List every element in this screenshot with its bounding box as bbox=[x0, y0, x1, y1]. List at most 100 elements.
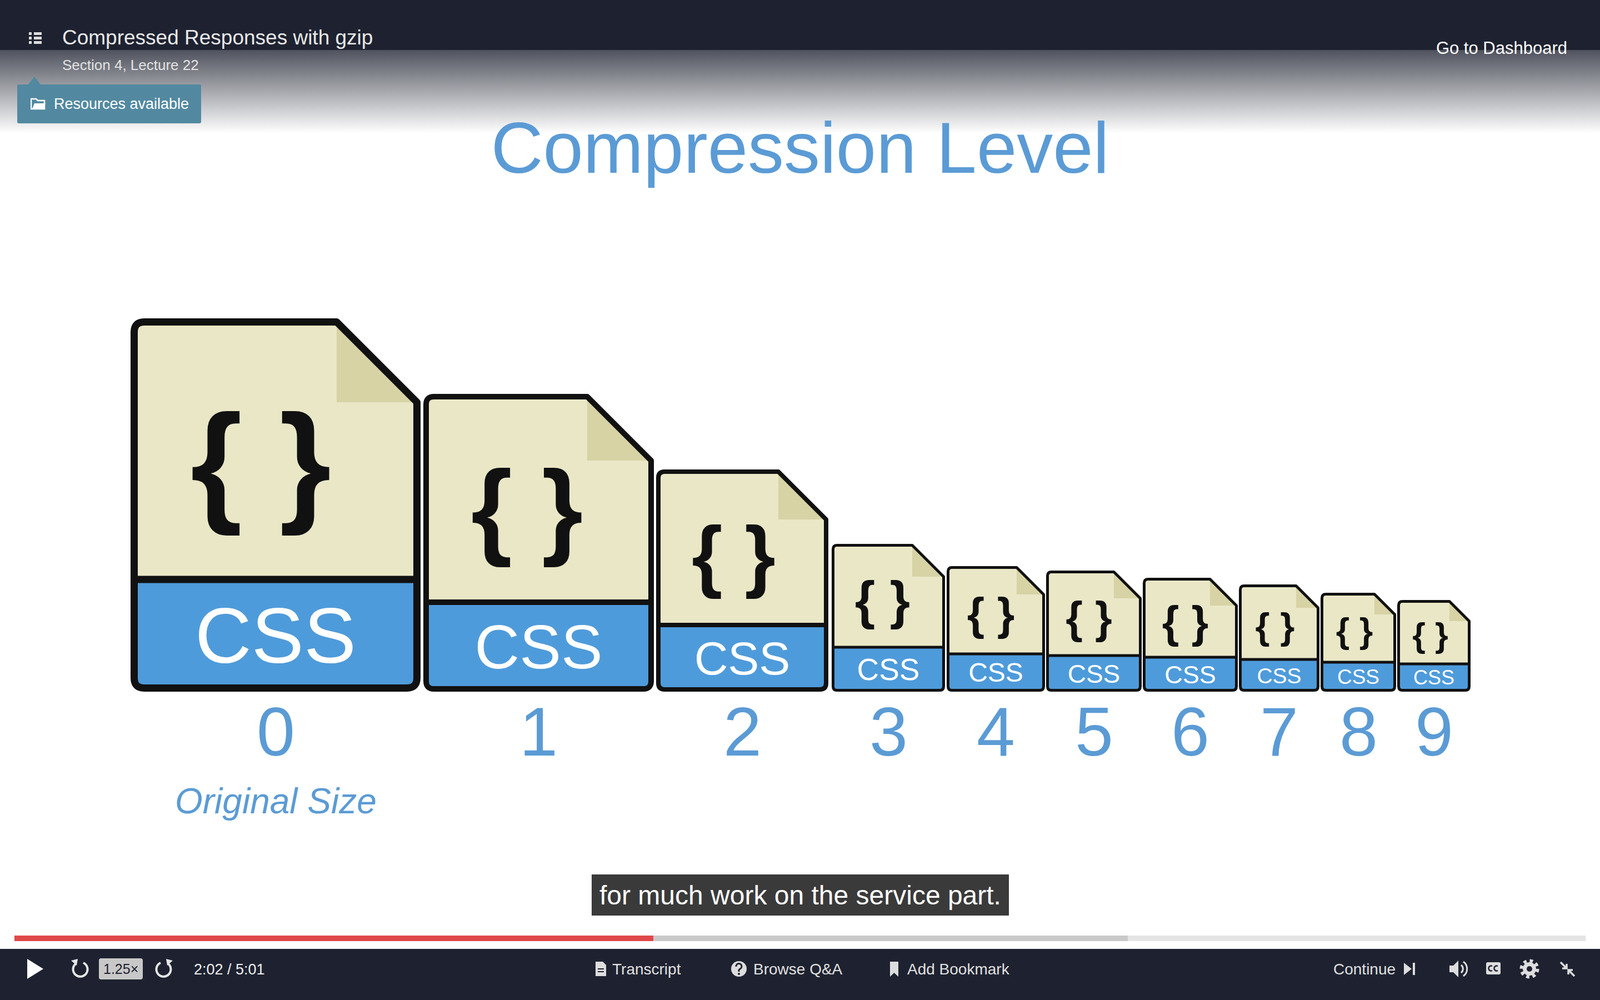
progress-track bbox=[14, 935, 1586, 942]
file-body-area: { } bbox=[1046, 570, 1142, 656]
help-mark bbox=[736, 963, 742, 972]
band-divider bbox=[1240, 658, 1319, 662]
brace-glyph: { } bbox=[190, 395, 332, 529]
file-band bbox=[1142, 657, 1238, 692]
file-border bbox=[1047, 572, 1141, 691]
continue-arrow bbox=[1403, 962, 1412, 975]
file-band-area: CSS bbox=[1142, 657, 1238, 692]
file-type-label: CSS bbox=[968, 659, 1024, 687]
file-type-label: CSS bbox=[1337, 666, 1380, 688]
css-file-icon: { } CSS bbox=[1320, 592, 1397, 692]
captions-box bbox=[1486, 962, 1501, 975]
volume-icon bbox=[1449, 960, 1468, 978]
file-band bbox=[423, 602, 654, 692]
brace-glyph: { } bbox=[1162, 600, 1209, 644]
band-divider bbox=[1144, 656, 1237, 659]
level-number: 6 bbox=[1171, 690, 1210, 774]
rewind-head bbox=[71, 958, 78, 966]
brace-glyph: { } bbox=[855, 574, 910, 627]
css-file-icon: { }CSS bbox=[1397, 600, 1471, 692]
brace-glyph: { } bbox=[1065, 595, 1112, 640]
file-band bbox=[1397, 663, 1471, 692]
file-band-area: CSS bbox=[1397, 663, 1471, 692]
level-number: 1 bbox=[519, 690, 558, 774]
file-type-label: CSS bbox=[474, 616, 603, 679]
level-number: 7 bbox=[1260, 690, 1299, 774]
file-body-area: { } bbox=[1238, 584, 1320, 660]
file-body-area: { } bbox=[831, 543, 945, 648]
level-number: 9 bbox=[1415, 690, 1454, 774]
lecture-title: Compressed Responses with gzip bbox=[62, 25, 373, 50]
forward-icon bbox=[156, 958, 173, 977]
exit-fullscreen-icon bbox=[1560, 962, 1575, 977]
speed-label: 1.25× bbox=[103, 961, 139, 978]
css-file-icon: { } CSS bbox=[1238, 584, 1320, 692]
dashboard-link: Go to Dashboard bbox=[1436, 37, 1568, 59]
lecture-number: Section 4, Lecture 22 bbox=[62, 56, 199, 74]
settings-icon bbox=[1521, 961, 1538, 977]
file-body-area: { } bbox=[1142, 577, 1238, 658]
band-divider bbox=[426, 599, 652, 605]
gear-hole bbox=[1526, 966, 1533, 972]
menu-dot bbox=[28, 36, 32, 40]
brace-glyph: { } bbox=[1255, 607, 1295, 645]
forward-head bbox=[166, 958, 173, 966]
file-border bbox=[1322, 594, 1395, 691]
file-body-area: { } bbox=[1397, 600, 1471, 664]
help-circle bbox=[731, 961, 747, 977]
file-band-area: CSS bbox=[423, 602, 654, 692]
control-label: Continue bbox=[1333, 960, 1396, 979]
band-divider bbox=[1398, 662, 1470, 666]
file-border bbox=[1144, 579, 1237, 691]
speaker-shape bbox=[1449, 960, 1459, 978]
slide-title: Compression Level bbox=[0, 104, 1600, 192]
file-body-area: { } bbox=[130, 318, 421, 580]
file-border bbox=[1240, 586, 1319, 691]
transcript-icon bbox=[595, 961, 607, 977]
captions-glyph bbox=[1493, 965, 1498, 971]
help-icon bbox=[731, 961, 747, 977]
file-band bbox=[946, 653, 1045, 692]
file-band bbox=[1046, 655, 1142, 692]
folder-flap bbox=[32, 103, 46, 109]
file-band-area: CSS bbox=[656, 625, 829, 692]
css-file-icon: { } CSS bbox=[946, 566, 1045, 692]
file-band-area: CSS bbox=[1238, 659, 1320, 692]
time-display: 2:02 / 5:01 bbox=[193, 960, 265, 979]
control-label: Add Bookmark bbox=[907, 960, 1010, 979]
file-border bbox=[426, 396, 652, 689]
file-body-area: { } bbox=[946, 566, 1045, 654]
band-divider bbox=[134, 576, 418, 584]
file-body-area: { } bbox=[1320, 592, 1397, 663]
band-divider bbox=[1322, 661, 1395, 664]
file-band bbox=[1320, 662, 1397, 692]
file-type-label: CSS bbox=[694, 635, 791, 682]
menu-line bbox=[33, 41, 42, 44]
file-band-area: CSS bbox=[130, 579, 421, 692]
gear-teeth bbox=[1521, 961, 1538, 977]
control-label: Browse Q&A bbox=[753, 960, 843, 979]
menu-line bbox=[33, 36, 42, 40]
file-border bbox=[134, 322, 418, 689]
shrink-arrow bbox=[1568, 970, 1575, 977]
file-type-label: CSS bbox=[195, 596, 357, 675]
css-file-icon: { }CSS bbox=[656, 469, 829, 692]
gear-body bbox=[1522, 962, 1537, 976]
file-body-area: { } bbox=[423, 393, 654, 603]
play-icon bbox=[27, 958, 44, 979]
subtitle-box: for much work on the service part. bbox=[591, 874, 1009, 916]
speed-button: 1.25× bbox=[98, 958, 143, 980]
rewind-icon bbox=[71, 958, 88, 977]
progress-played bbox=[14, 935, 654, 942]
file-band-area: CSS bbox=[1320, 662, 1397, 692]
shrink-arrow bbox=[1560, 962, 1567, 969]
document-line bbox=[597, 971, 604, 973]
css-file-icon: { } CSS bbox=[130, 318, 421, 692]
file-type-label: CSS bbox=[856, 654, 920, 685]
bookmark-icon bbox=[890, 961, 899, 977]
level-number: 3 bbox=[869, 690, 908, 774]
file-type-label: CSS bbox=[1067, 661, 1121, 687]
forward-arc bbox=[156, 962, 171, 977]
file-type-label: CSS bbox=[1256, 665, 1302, 687]
